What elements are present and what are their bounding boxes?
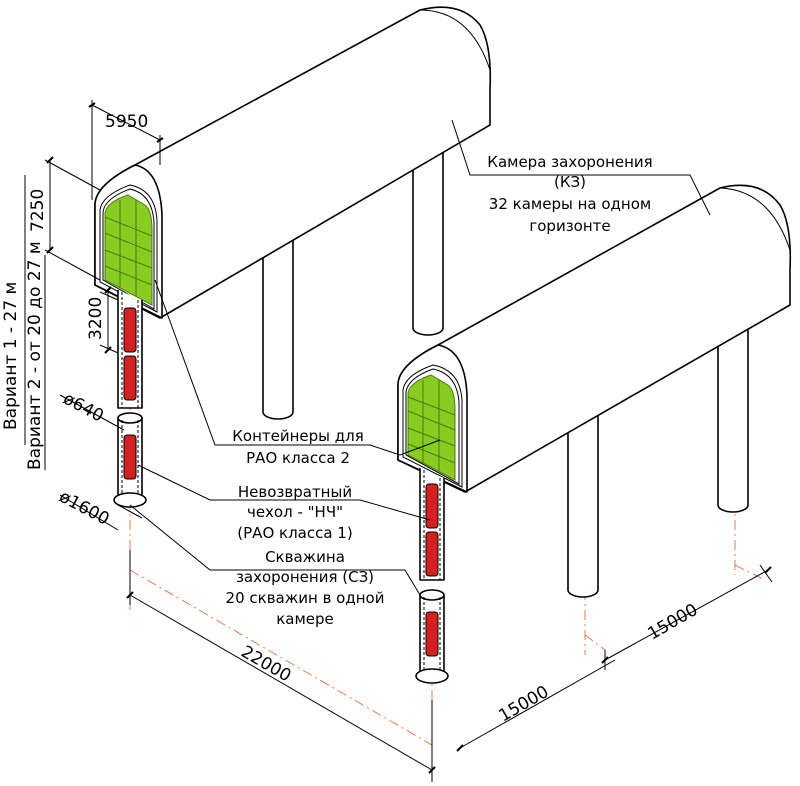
front-borehole <box>415 468 449 684</box>
label-chamber-3: 32 камеры на одном <box>489 195 651 213</box>
dim-diam-1600: ø1600 <box>56 487 113 530</box>
callout-labels: Камера захоронения (КЗ) 32 камеры на одн… <box>226 153 653 628</box>
dim-5950: 5950 <box>105 112 148 132</box>
label-containers-1: Контейнеры для <box>232 427 364 445</box>
dim-diam-640: ø640 <box>60 389 107 427</box>
dim-7250: 7250 <box>28 189 48 232</box>
label-chamber-1: Камера захоронения <box>487 153 652 171</box>
leader-lines <box>129 119 711 596</box>
depth-variant-2: Вариант 2 - от 20 до 27 м <box>25 241 45 470</box>
label-borehole-3: 20 скважин в одной <box>226 589 385 607</box>
label-chamber-4: горизонте <box>529 217 610 235</box>
back-borehole <box>113 290 147 508</box>
dim-3200: 3200 <box>86 297 106 340</box>
label-borehole-4: камере <box>276 610 334 628</box>
dim-22000: 22000 <box>238 642 295 686</box>
front-chamber-boreholes <box>567 294 749 598</box>
label-containers-2: РАО класса 2 <box>246 449 350 467</box>
label-borehole-1: Скважина <box>265 548 345 566</box>
label-borehole-2: захоронения (СЗ) <box>236 568 374 586</box>
back-containers <box>104 194 153 306</box>
dim-15000-b: 15000 <box>645 600 702 644</box>
label-chamber-2: (КЗ) <box>554 173 586 191</box>
dim-15000-a: 15000 <box>496 682 553 726</box>
front-containers <box>407 374 456 481</box>
label-case-2: чехол - "НЧ" <box>247 503 343 521</box>
dimension-lines <box>24 100 773 782</box>
label-case-3: (РАО класса 1) <box>237 524 352 542</box>
back-chamber-boreholes <box>262 117 444 420</box>
depth-variant-1: Вариант 1 - 27 м <box>1 282 21 430</box>
label-case-1: Невозвратный <box>238 483 352 501</box>
